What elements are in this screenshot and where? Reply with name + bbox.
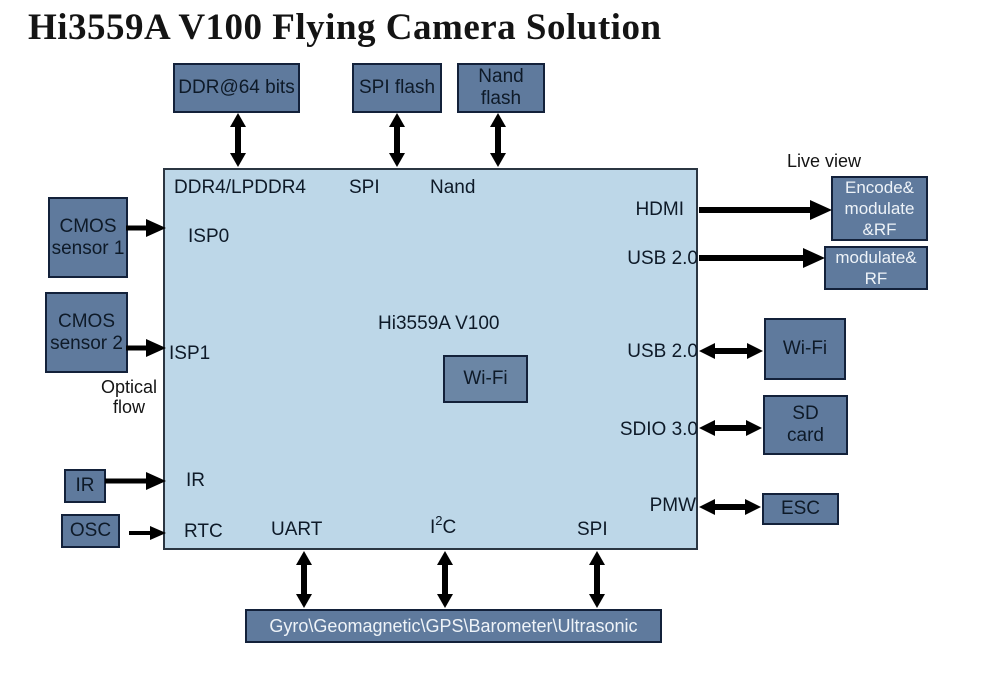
arrow-sdio-sdcard (699, 420, 762, 436)
i2c-superscript: 2 (435, 512, 443, 528)
chip-wifi-module: Wi-Fi (443, 355, 528, 403)
port-usb-top-label: USB 2.0 (627, 248, 698, 269)
arrow-cmos2-isp1 (126, 339, 166, 357)
live-view-label: Live view (787, 151, 862, 171)
cmos-sensor-1-box: CMOS sensor 1 (48, 197, 128, 278)
arrow-osc-rtc (129, 526, 166, 540)
osc-box: OSC (61, 514, 120, 548)
modulate-rf-box: modulate& RF (824, 246, 928, 290)
sensors-box: Gyro\Geomagnetic\GPS\Barometer\Ultrasoni… (245, 609, 662, 643)
port-sdio-label: SDIO 3.0 (619, 419, 698, 440)
ir-receiver-box: IR (64, 469, 106, 503)
arrow-i2c-sensors (437, 551, 453, 608)
chip-block (163, 168, 698, 550)
arrow-usb-modulator (699, 248, 825, 268)
ddr-memory-box: DDR@64 bits (173, 63, 300, 113)
arrow-spi-sensors (589, 551, 605, 608)
arrow-uart-sensors (296, 551, 312, 608)
optical-flow-label: Optical flow (100, 377, 158, 417)
encode-modulate-rf-box: Encode& modulate &RF (831, 176, 928, 241)
spi-flash-box: SPI flash (352, 63, 442, 113)
arrow-ddr-memory (230, 113, 246, 167)
nand-flash-box: Nand flash (457, 63, 545, 113)
arrow-nand-flash (490, 113, 506, 167)
esc-box: ESC (762, 493, 839, 525)
arrow-ir (105, 472, 166, 490)
cmos-sensor-2-box: CMOS sensor 2 (45, 292, 128, 373)
sd-card-box: SD card (763, 395, 848, 455)
port-rtc-label: RTC (184, 521, 223, 542)
port-isp0-label: ISP0 (188, 226, 230, 247)
port-pmw-label: PMW (649, 495, 696, 516)
port-isp1-label: ISP1 (169, 343, 211, 364)
port-ddr-label: DDR4/LPDDR4 (174, 177, 306, 198)
port-usb-mid-label: USB 2.0 (627, 341, 698, 362)
port-hdmi-label: HDMI (635, 199, 684, 220)
port-spi-bottom-label: SPI (577, 519, 608, 540)
arrow-hdmi-encoder (699, 200, 832, 220)
arrow-spi-flash (389, 113, 405, 167)
i2c-base-text: I (430, 517, 436, 538)
port-i2c-label: I2C (430, 514, 457, 538)
arrow-usb-wifi (699, 343, 763, 359)
wifi-box: Wi-Fi (764, 318, 846, 380)
port-spi-top-label: SPI (349, 177, 380, 198)
i2c-tail-text: C (442, 517, 457, 538)
port-ir-label: IR (186, 470, 205, 491)
page-title: Hi3559A V100 Flying Camera Solution (28, 7, 662, 48)
chip-name-label: Hi3559A V100 (378, 313, 500, 334)
arrow-pmw-esc (699, 499, 761, 515)
port-uart-label: UART (271, 519, 323, 540)
arrow-cmos1-isp0 (126, 219, 166, 237)
port-nand-label: Nand (430, 177, 476, 198)
